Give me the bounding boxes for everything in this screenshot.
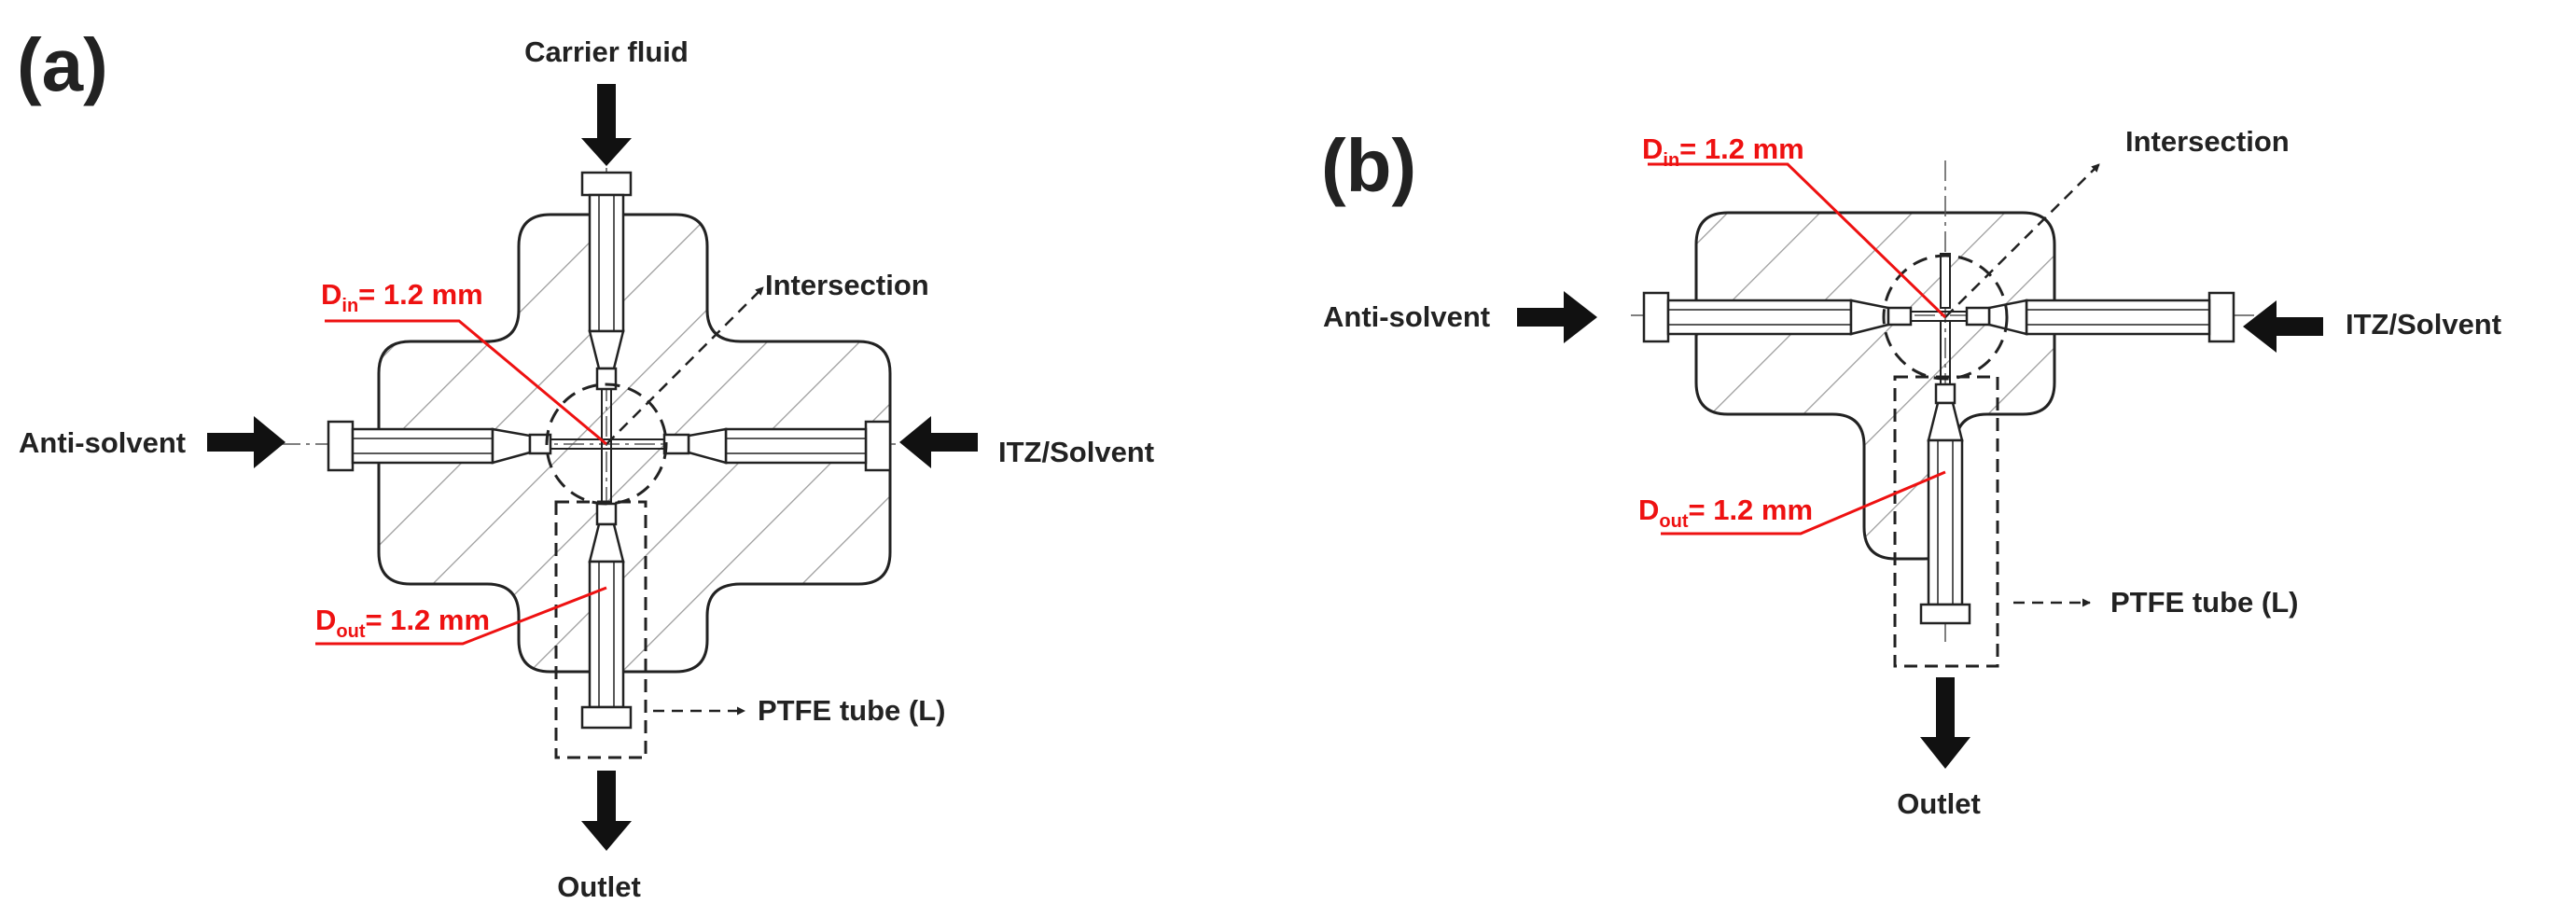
right-fitting-b (1965, 291, 2235, 343)
left-fitting-b (1642, 291, 1913, 343)
dout-label-b: Dout= 1.2 mm (1638, 494, 1813, 532)
bottom-fitting-b (1919, 382, 1971, 625)
din-label-b: Din= 1.2 mm (1642, 132, 1804, 171)
din-label: Din= 1.2 mm (321, 278, 483, 316)
dout-leader (315, 586, 607, 646)
top-fitting (580, 171, 633, 391)
ptfe-tube-box-b (1893, 375, 1999, 668)
din-leader-b (1648, 162, 1947, 319)
ptfe-label-b: PTFE tube (L) (2110, 586, 2298, 619)
solvent-label-b: ITZ/Solvent (2346, 308, 2501, 341)
solvent-arrow-b (2243, 300, 2323, 353)
solvent-label: ITZ/Solvent (998, 436, 1154, 468)
panel-b-label: (b) (1321, 124, 1416, 207)
cross-junction-body (377, 213, 892, 674)
dout-leader-b (1661, 470, 1946, 536)
dout-label: Dout= 1.2 mm (315, 604, 490, 642)
right-fitting (662, 420, 892, 472)
anti-solvent-arrow (207, 416, 285, 468)
carrier-fluid-label: Carrier fluid (524, 35, 689, 68)
anti-solvent-arrow-b (1517, 291, 1597, 343)
ptfe-label: PTFE tube (L) (758, 694, 945, 727)
top-stub-b (1940, 253, 1951, 309)
left-fitting (327, 420, 552, 472)
bottom-fitting (580, 502, 633, 730)
intersection-label: Intersection (765, 269, 929, 301)
channels (550, 389, 664, 504)
outlet-arrow-b (1920, 677, 1970, 769)
panel-b: (b) (1321, 124, 2501, 820)
outlet-arrow (581, 771, 632, 851)
panel-a-label: (a) (17, 23, 108, 106)
intersection-circle-b (1882, 254, 2009, 381)
panel-a: (a) (17, 23, 1154, 903)
anti-solvent-label: Anti-solvent (19, 426, 186, 459)
anti-solvent-label-b: Anti-solvent (1323, 300, 1490, 333)
outlet-label: Outlet (557, 870, 641, 903)
carrier-fluid-arrow (581, 84, 632, 166)
solvent-arrow (899, 416, 978, 468)
din-leader (325, 319, 607, 446)
outlet-label-b: Outlet (1897, 787, 1981, 820)
intersection-label-b: Intersection (2125, 125, 2290, 158)
ptfe-tube-box (554, 500, 647, 759)
intersection-circle (545, 382, 668, 506)
